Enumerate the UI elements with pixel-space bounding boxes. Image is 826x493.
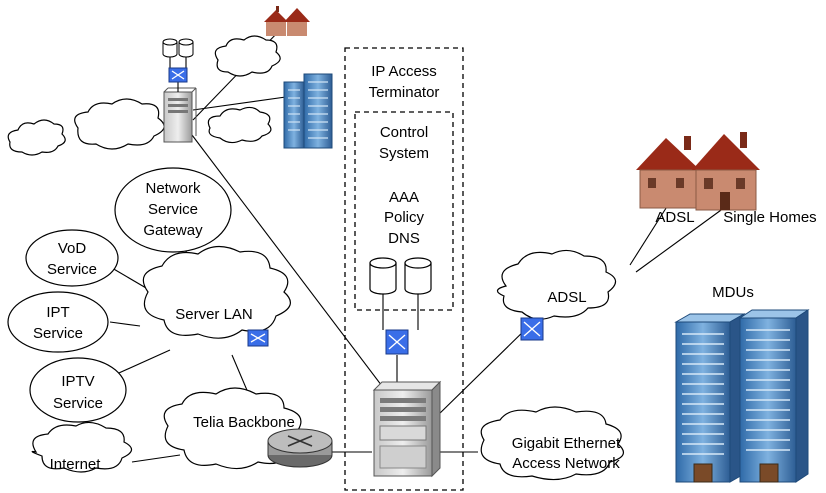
single-homes-icon <box>636 132 760 211</box>
top-switch-icon <box>168 55 188 92</box>
gigabit-ethernet-cloud: Gigabit Ethernet Access Network <box>480 406 625 481</box>
control-system-box <box>354 111 454 311</box>
terminator-switch-icon <box>385 329 409 355</box>
router-icon <box>267 428 333 468</box>
ipt-label-2: Service <box>33 325 83 342</box>
vod-label-2: Service <box>47 261 97 278</box>
terminator-label-1: IP Access <box>371 63 437 80</box>
control-system-label-1: Control <box>380 124 428 141</box>
server-lan-label: Server LAN <box>175 306 253 323</box>
top-houses-icon <box>264 6 310 36</box>
top-building-icon <box>283 73 333 149</box>
telia-backbone-label: Telia Backbone <box>193 414 295 431</box>
internet-label: Internet <box>50 456 102 473</box>
gateway-label-3: Gateway <box>143 222 203 239</box>
cloud-top-left-small <box>7 119 66 156</box>
link-adsl-to-home2 <box>635 204 729 273</box>
vod-service-node: VoD Service <box>25 229 119 287</box>
iptv-label-1: IPTV <box>61 373 94 390</box>
cloud-top-small <box>214 35 281 77</box>
terminator-label-2: Terminator <box>369 84 440 101</box>
terminator-server-icon <box>372 380 442 478</box>
top-database-icon-1 <box>162 38 178 58</box>
single-homes-label: Single Homes <box>723 209 816 226</box>
link-top-server-to-building <box>192 94 301 111</box>
policy-label: Policy <box>384 209 425 226</box>
adsl-switch-icon <box>520 317 544 341</box>
ipt-label-1: IPT <box>46 304 69 321</box>
gateway-label-2: Service <box>148 201 198 218</box>
connection-lines <box>109 29 729 463</box>
adsl-link-label: ADSL <box>655 209 694 226</box>
ipt-service-node: IPT Service <box>7 291 109 353</box>
gigabit-label-1: Gigabit Ethernet <box>512 435 621 452</box>
adsl-cloud-label: ADSL <box>547 289 586 306</box>
control-database-icon-2 <box>404 257 432 295</box>
link-internet-to-backbone <box>131 454 181 463</box>
aaa-label: AAA <box>389 189 419 206</box>
link-terminator-to-adsl <box>434 324 531 419</box>
link-iptv-to-lan <box>109 349 171 378</box>
internet-cloud: Internet <box>31 421 133 473</box>
adsl-cloud: ADSL <box>496 249 617 320</box>
mdus-building-icon <box>674 309 810 483</box>
server-lan-switch-icon <box>247 329 269 347</box>
link-adsl-to-home1 <box>629 204 669 266</box>
cloud-top-right-small <box>207 106 272 144</box>
server-lan-cloud: Server LAN <box>142 245 291 339</box>
top-database-icon-2 <box>178 38 194 58</box>
iptv-service-node: IPTV Service <box>29 357 127 423</box>
ip-access-terminator-box <box>344 47 464 491</box>
mdus-label: MDUs <box>712 284 754 301</box>
dns-label: DNS <box>388 230 420 247</box>
control-database-icon-1 <box>369 257 397 295</box>
link-top-server-to-terminator <box>191 134 386 391</box>
gateway-label-1: Network <box>145 180 201 197</box>
control-system-label-2: System <box>379 145 429 162</box>
gigabit-label-2: Access Network <box>512 455 620 472</box>
link-ipt-to-lan <box>109 321 141 327</box>
top-server-icon <box>163 87 197 143</box>
iptv-label-2: Service <box>53 395 103 412</box>
cloud-top-left-large <box>74 98 165 150</box>
network-service-gateway-node: Network Service Gateway <box>114 167 232 253</box>
vod-label-1: VoD <box>58 240 87 257</box>
